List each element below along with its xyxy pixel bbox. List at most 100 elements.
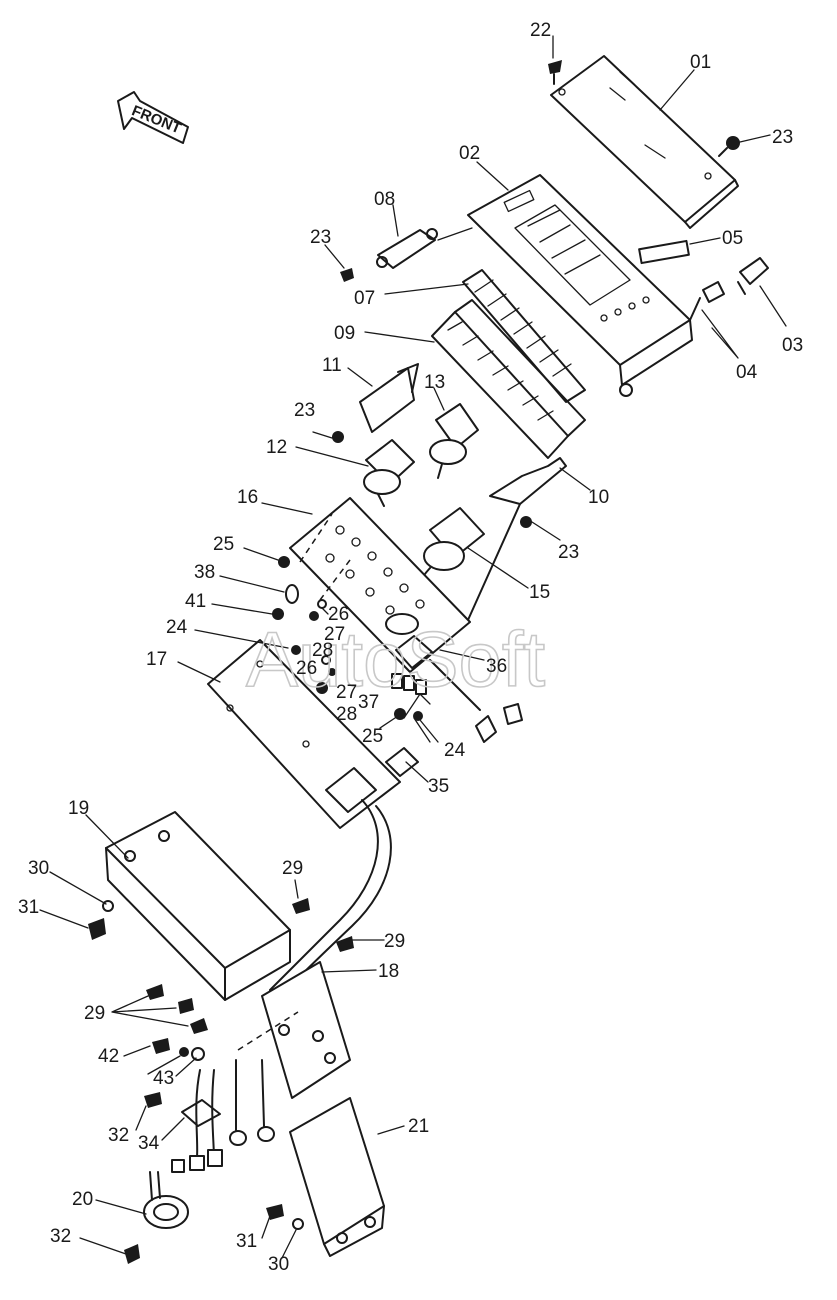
callout-34: 35 — [428, 776, 449, 797]
callout-17: 18 — [378, 961, 399, 982]
assembly-line — [319, 559, 351, 601]
part-32-bolt-icon — [124, 1244, 140, 1264]
part-08-bracket — [376, 228, 438, 269]
callout-36: 37 — [358, 692, 379, 713]
callout-19: 20 — [72, 1189, 93, 1210]
part-43-washer-icon — [179, 1047, 189, 1057]
part-37-bulb-icon — [285, 584, 299, 604]
callout-22: 23 — [772, 127, 793, 148]
part-23-screw-icon — [332, 431, 344, 443]
callout-41: 42 — [98, 1046, 119, 1067]
callout-32: 32 — [50, 1226, 71, 1247]
callout-14: 15 — [529, 582, 550, 603]
callout-28: 28 — [336, 704, 357, 725]
callout-31: 31 — [236, 1231, 257, 1252]
part-28-nut-icon — [309, 611, 319, 621]
part-21-screw-icon — [548, 60, 562, 85]
callout-11: 11 — [322, 355, 342, 376]
callout-26: 26 — [328, 604, 349, 625]
callout-42: 43 — [153, 1068, 174, 1089]
part-31-bolt-icon — [266, 1204, 284, 1220]
callout-01: 01 — [690, 52, 711, 73]
part-30-washer-icon — [292, 1218, 304, 1230]
part-12-gauge — [363, 439, 415, 507]
callout-32: 32 — [108, 1125, 129, 1146]
part-22-screw-icon — [718, 136, 740, 157]
callout-05: 05 — [722, 228, 743, 249]
part-30-washer-icon — [102, 900, 114, 912]
callout-18: 19 — [68, 798, 89, 819]
callout-15: 16 — [237, 487, 258, 508]
part-31-bolt-icon — [88, 918, 106, 940]
callout-23: 23 — [558, 542, 579, 563]
part-25-screw-icon — [278, 556, 290, 568]
part-23-screw-icon — [413, 711, 423, 721]
part-36-terminals — [391, 673, 427, 695]
callout-35: 36 — [486, 656, 507, 677]
part-24-screw-icon — [291, 645, 301, 655]
part-41-bolt-icon — [152, 1038, 170, 1054]
callout-04: 04 — [736, 362, 758, 383]
part-23-screw-icon — [520, 516, 532, 528]
callout-30: 30 — [28, 858, 49, 879]
part-14-gauge — [405, 507, 485, 641]
part-15-circuit-plate — [289, 497, 471, 673]
callout-21: 22 — [530, 20, 551, 41]
callout-27: 27 — [324, 624, 345, 645]
part-38-clip-icon — [272, 608, 284, 620]
callout-16: 17 — [146, 649, 167, 670]
callout-20: 21 — [408, 1116, 429, 1137]
part-09-switch-block — [431, 299, 586, 459]
leader-lines — [39, 35, 787, 1259]
callout-29: 29 — [384, 931, 405, 952]
callout-07: 07 — [354, 288, 375, 309]
part-23-screw-icon — [340, 268, 354, 282]
part-26-washer-icon — [321, 655, 331, 665]
callout-10: 10 — [588, 487, 609, 508]
callout-09: 09 — [334, 323, 355, 344]
part-10-bracket — [467, 457, 567, 621]
part-29-bolt-icon — [190, 1018, 208, 1034]
assembly-line — [237, 1011, 299, 1051]
callout-08: 08 — [374, 189, 395, 210]
front-arrow-icon: FRONT — [117, 91, 189, 144]
part-34-grommet — [385, 747, 419, 777]
part-13-gauge — [429, 403, 479, 479]
part-17-bracket — [261, 961, 351, 1099]
part-32-bolt-icon — [144, 1092, 162, 1108]
part-01-top-cover — [550, 55, 739, 229]
callout-24: 24 — [166, 617, 188, 638]
callout-29: 29 — [84, 1003, 105, 1024]
part-33-clamp — [171, 1059, 275, 1173]
callout-25: 25 — [213, 534, 234, 555]
callout-30: 30 — [268, 1254, 289, 1275]
part-18-tray — [105, 811, 291, 1001]
callout-31: 31 — [18, 897, 39, 918]
part-27-washer-icon — [328, 668, 336, 676]
callout-23: 24 — [444, 740, 466, 761]
part-28-nut-icon — [316, 682, 328, 694]
part-29-bolt-icon — [292, 898, 310, 914]
callout-29: 29 — [282, 858, 303, 879]
part-29-bolt-icon — [336, 936, 354, 952]
callout-38: 41 — [185, 591, 206, 612]
part-19-key-switch — [143, 1171, 189, 1229]
callout-37: 38 — [194, 562, 215, 583]
callout-26: 26 — [296, 658, 317, 679]
assembly-line — [299, 513, 333, 563]
part-03-bulb-icon — [737, 257, 769, 295]
part-29-bolt-icon — [178, 998, 194, 1014]
callout-28: 28 — [312, 640, 333, 661]
part-04-bulb-icon — [689, 281, 725, 321]
part-11-bracket — [359, 363, 419, 433]
part-29-bolt-icon — [146, 984, 164, 1000]
callout-02: 02 — [459, 143, 480, 164]
part-05-label-plate — [638, 239, 690, 265]
callout-23: 23 — [310, 227, 331, 248]
callout-labels: 22 01 23 02 08 05 23 07 03 09 04 11 13 2… — [18, 20, 803, 1275]
part-42-washer-icon — [191, 1047, 205, 1061]
callout-27: 27 — [336, 682, 357, 703]
front-label: FRONT — [129, 102, 183, 137]
callout-12: 12 — [266, 437, 287, 458]
